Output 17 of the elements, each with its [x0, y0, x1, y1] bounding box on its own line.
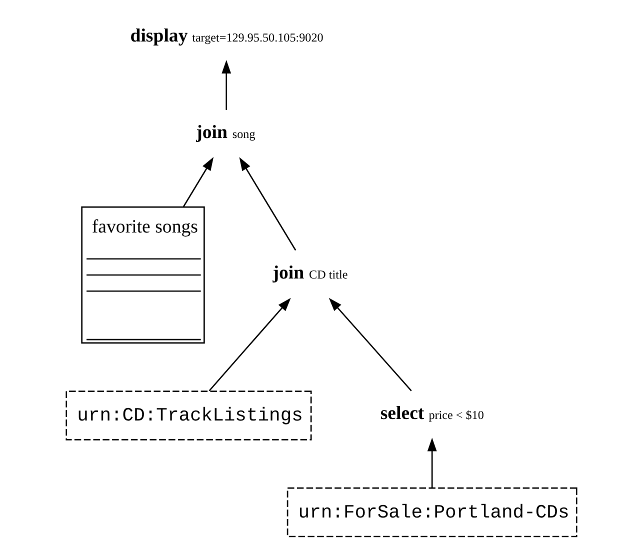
node-text: join — [196, 122, 228, 144]
node-box: urn:CD:TrackListings — [66, 390, 312, 440]
arrow — [239, 157, 296, 251]
arrow — [328, 298, 412, 392]
arrow — [427, 438, 437, 488]
node-label: CD title — [309, 268, 348, 282]
node-box: favorite songs — [81, 206, 205, 344]
arrow — [182, 157, 214, 208]
node-text: select — [380, 403, 424, 424]
node-label: song — [232, 127, 256, 142]
node-label: price < $10 — [428, 408, 484, 422]
node-text: display — [130, 25, 188, 46]
arrow — [208, 298, 291, 392]
node-label: target=129.95.50.105:9020 — [192, 30, 324, 44]
arrow — [222, 60, 232, 110]
node-box: urn:ForSale:Portland-CDs — [286, 487, 578, 538]
node-text: join — [272, 262, 304, 284]
